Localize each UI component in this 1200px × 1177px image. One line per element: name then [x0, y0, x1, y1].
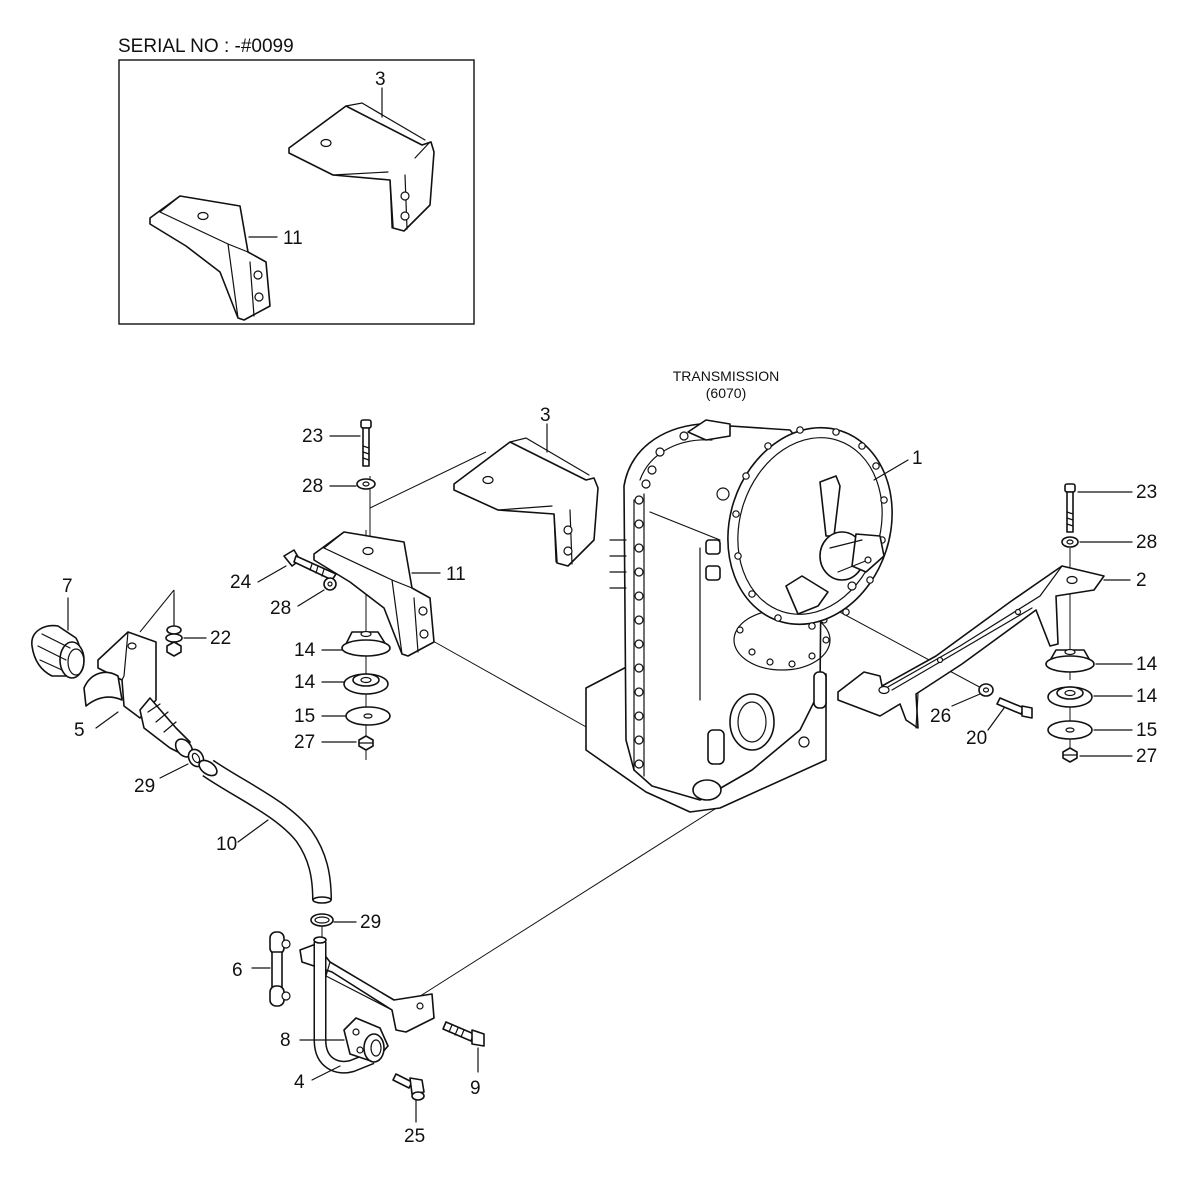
callout-11: 11 [446, 564, 466, 585]
mounting-plate [299, 943, 435, 1033]
bracket-2 [837, 565, 1131, 729]
callout-14-right-lower: 14 [1136, 686, 1158, 707]
callout-7: 7 [62, 576, 73, 597]
callout-8: 8 [280, 1030, 291, 1051]
callout-28-right: 28 [1136, 532, 1157, 553]
callout-1: 1 [912, 448, 923, 469]
callout-27-right: 27 [1136, 746, 1157, 767]
bolt-24 [283, 549, 337, 581]
bolt-25 [392, 1073, 425, 1123]
inset-bracket-11 [149, 195, 278, 321]
washer-28-right [1061, 536, 1079, 548]
clamp-29-lower [310, 913, 334, 927]
breather-bracket-5 [83, 631, 194, 758]
callout-6: 6 [232, 960, 243, 981]
bolt-23-left [360, 419, 372, 467]
transmission-6070 [585, 419, 893, 813]
callout-14-left-lower: 14 [294, 672, 316, 693]
mount-14-right-lower [1047, 686, 1093, 708]
callout-28-left-mid: 28 [270, 598, 291, 619]
transmission-code: (6070) [706, 385, 746, 401]
callout-22: 22 [210, 628, 231, 649]
bracket-3 [453, 423, 599, 567]
nut-27-right [1062, 747, 1078, 763]
callout-23-left: 23 [302, 426, 323, 447]
bracket-11 [313, 531, 441, 657]
screw-22 [165, 593, 183, 657]
callout-26: 26 [930, 706, 951, 727]
mount-14-left-lower [343, 673, 389, 695]
callout-20: 20 [966, 728, 987, 749]
washer-28-left-mid [323, 577, 337, 591]
callout-25: 25 [404, 1126, 425, 1147]
washer-26 [978, 683, 994, 697]
callout-15-left: 15 [294, 706, 315, 727]
callout-24: 24 [230, 572, 252, 593]
callout-28-left-top: 28 [302, 476, 323, 497]
mount-14-right-upper [1045, 648, 1095, 673]
callout-2: 2 [1136, 570, 1147, 591]
callout-15-right: 15 [1136, 720, 1157, 741]
callout-9: 9 [470, 1078, 481, 1099]
callout-23-right: 23 [1136, 482, 1157, 503]
serial-number-label: SERIAL NO : -#0099 [118, 36, 294, 57]
bolt-23-right [1064, 483, 1076, 533]
washer-28-left-top [356, 478, 376, 490]
callout-29-lower: 29 [360, 912, 381, 933]
cap-7 [31, 597, 85, 679]
front-flange-bolts [732, 426, 888, 630]
inset-bracket-3 [288, 87, 435, 232]
lower-bolt-ring [736, 616, 830, 668]
inset-frame [118, 59, 475, 325]
flange-8 [343, 1017, 389, 1063]
callout-4: 4 [294, 1072, 305, 1093]
callout-14-right-upper: 14 [1136, 654, 1158, 675]
callout-27-left: 27 [294, 732, 315, 753]
bolt-9 [442, 1021, 485, 1073]
nut-27-left [358, 735, 374, 751]
washer-15-right [1047, 720, 1093, 740]
callout-14-left-upper: 14 [294, 640, 316, 661]
transmission-title: TRANSMISSION [673, 368, 780, 384]
washer-15-left [345, 706, 391, 726]
bolt-20 [996, 697, 1033, 719]
inset-callout-3: 3 [375, 69, 386, 90]
callout-5: 5 [74, 720, 85, 741]
callout-3: 3 [540, 405, 551, 426]
hose-10 [198, 759, 332, 904]
callout-29-upper: 29 [134, 776, 155, 797]
mount-14-left-upper [341, 630, 391, 657]
flange-bolts [634, 431, 689, 769]
callout-10: 10 [216, 834, 237, 855]
inset-callout-11: 11 [283, 228, 303, 249]
serial-inset: SERIAL NO : -#0099 3 11 [118, 36, 475, 325]
strap-6 [269, 931, 291, 1007]
